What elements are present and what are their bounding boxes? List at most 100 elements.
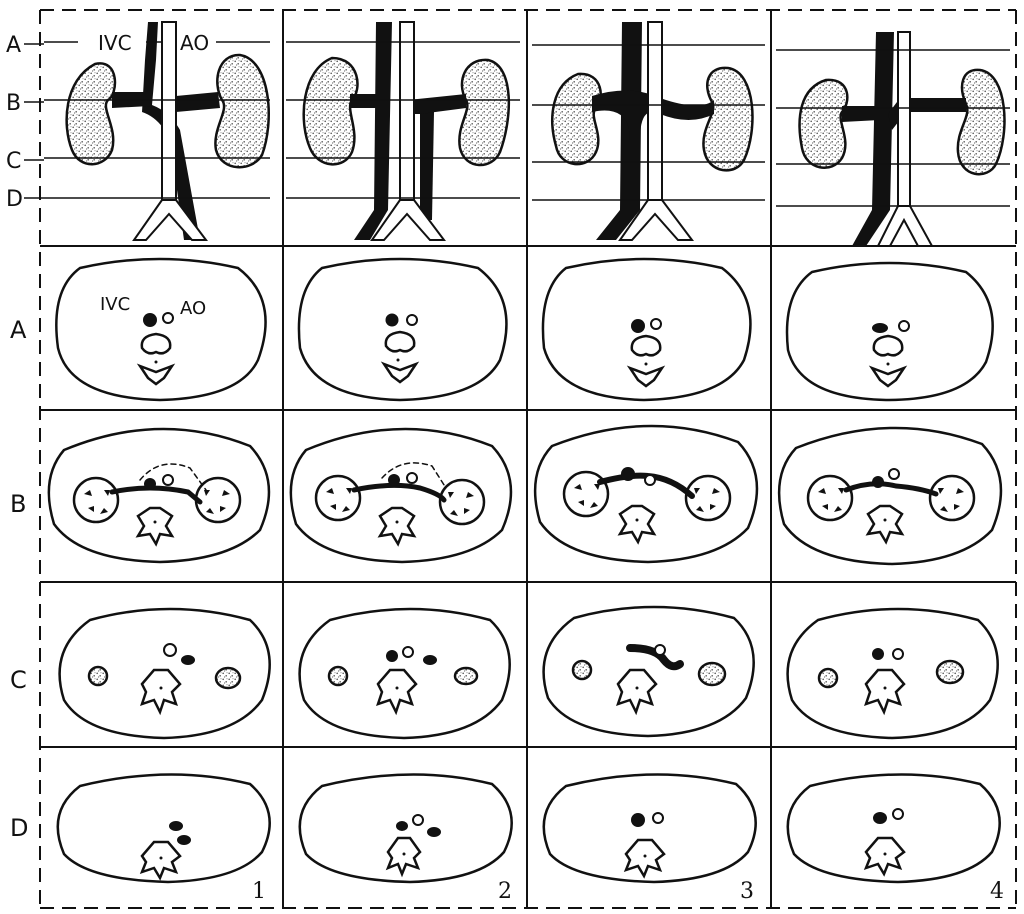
ivc-section bbox=[631, 319, 645, 333]
vertebra bbox=[620, 506, 654, 542]
coronal-panel-1: IVC AO bbox=[44, 22, 270, 240]
right-kidney-section bbox=[455, 668, 477, 684]
ao-section-label: AO bbox=[180, 298, 206, 319]
vertebral-arch bbox=[872, 368, 904, 386]
ivc-vessel bbox=[354, 22, 392, 240]
ivc-label: IVC bbox=[98, 31, 132, 55]
left-kidney-section bbox=[808, 476, 852, 520]
aorta-section bbox=[407, 315, 417, 325]
vessel-section bbox=[169, 821, 183, 831]
ivc-section bbox=[872, 323, 888, 333]
level-label-b-top: B bbox=[6, 91, 21, 116]
aorta-section bbox=[893, 649, 903, 659]
vessel-section bbox=[177, 835, 191, 845]
row-a-vertebrae bbox=[140, 332, 904, 386]
panel-grid bbox=[40, 10, 1016, 908]
ivc-section bbox=[386, 650, 398, 662]
aorta-section bbox=[645, 475, 655, 485]
vertebra bbox=[626, 840, 664, 876]
row-b-vessels bbox=[144, 467, 899, 490]
right-renal-vein bbox=[408, 94, 466, 114]
row-label-b: B bbox=[10, 490, 26, 518]
left-renal-vein bbox=[350, 94, 378, 108]
vertebral-arch bbox=[384, 364, 416, 382]
ivc-section bbox=[181, 655, 195, 665]
row-a-cross-sections bbox=[56, 259, 992, 400]
right-kidney bbox=[459, 60, 508, 165]
aorta-section bbox=[407, 473, 417, 483]
ivc-section bbox=[621, 467, 635, 481]
vertebra bbox=[380, 508, 414, 544]
coronal-panel-2 bbox=[286, 22, 520, 240]
aorta-section bbox=[413, 815, 423, 825]
row-b-vertebrae bbox=[138, 506, 902, 544]
aorta-section bbox=[164, 644, 176, 656]
aorta-section bbox=[403, 647, 413, 657]
row-label-c: C bbox=[10, 666, 27, 694]
vertebra bbox=[618, 670, 656, 712]
ivc-section bbox=[872, 476, 884, 488]
aorta-section bbox=[893, 809, 903, 819]
aorta-vessel bbox=[898, 32, 910, 206]
panel-number-2: 2 bbox=[498, 879, 512, 904]
panel-number-4: 4 bbox=[990, 879, 1004, 904]
level-labels-rows: A B C D bbox=[10, 316, 28, 842]
ivc-section-label: IVC bbox=[100, 294, 130, 315]
row-c-cross-sections bbox=[60, 607, 998, 738]
right-kidney bbox=[958, 70, 1005, 174]
row-d-cross-sections bbox=[58, 774, 1000, 882]
right-kidney-section bbox=[699, 663, 725, 685]
left-ivc-vessel bbox=[420, 112, 434, 220]
aorta-section bbox=[653, 813, 663, 823]
coronal-panel-3 bbox=[532, 22, 765, 240]
left-kidney-section bbox=[89, 667, 107, 685]
row-b-kidneys bbox=[74, 472, 974, 524]
aorta-section bbox=[651, 319, 661, 329]
left-kidney-section bbox=[316, 476, 360, 520]
renal-vein bbox=[846, 484, 936, 494]
level-labels-top: A B C D bbox=[6, 33, 44, 212]
level-label-c-top: C bbox=[6, 149, 21, 174]
right-kidney-section bbox=[937, 661, 963, 683]
left-ivc-section bbox=[423, 655, 437, 665]
ivc-section bbox=[872, 648, 884, 660]
vertebra bbox=[142, 842, 180, 878]
vertebral-body bbox=[142, 334, 170, 353]
panel-number-3: 3 bbox=[740, 879, 754, 904]
right-kidney-section bbox=[216, 668, 240, 688]
left-kidney-section bbox=[74, 478, 118, 522]
vertebra bbox=[388, 838, 420, 874]
level-label-d-top: D bbox=[6, 187, 23, 212]
row-d-vessels bbox=[169, 809, 903, 845]
aorta-section bbox=[655, 645, 665, 655]
left-kidney bbox=[800, 80, 848, 168]
ivc-vessel bbox=[852, 32, 894, 246]
vertebral-body bbox=[386, 332, 414, 351]
renal-vein bbox=[354, 485, 444, 500]
left-kidney-section bbox=[573, 661, 591, 679]
left-kidney-section bbox=[329, 667, 347, 685]
ivc-section bbox=[873, 812, 887, 824]
vertebral-arch bbox=[140, 366, 172, 384]
ivc-section bbox=[144, 478, 156, 490]
renal-vein bbox=[112, 488, 200, 502]
aorta-vessel bbox=[400, 22, 414, 200]
level-label-a-top: A bbox=[6, 33, 21, 58]
vertebra bbox=[378, 670, 416, 712]
right-kidney bbox=[703, 68, 752, 170]
ivc-section bbox=[631, 813, 645, 827]
aorta-section bbox=[889, 469, 899, 479]
vertebra bbox=[866, 838, 904, 874]
ivc-section bbox=[143, 313, 157, 327]
row-label-a: A bbox=[10, 316, 27, 344]
ivc-section bbox=[396, 821, 408, 831]
left-kidney bbox=[304, 58, 358, 164]
row-c-vessels bbox=[164, 644, 903, 666]
vertebral-body bbox=[632, 336, 660, 355]
vertebra bbox=[142, 670, 180, 712]
left-kidney bbox=[552, 74, 600, 164]
right-kidney-section bbox=[930, 476, 974, 520]
vertebral-dots bbox=[154, 359, 890, 860]
aorta-section bbox=[163, 475, 173, 485]
